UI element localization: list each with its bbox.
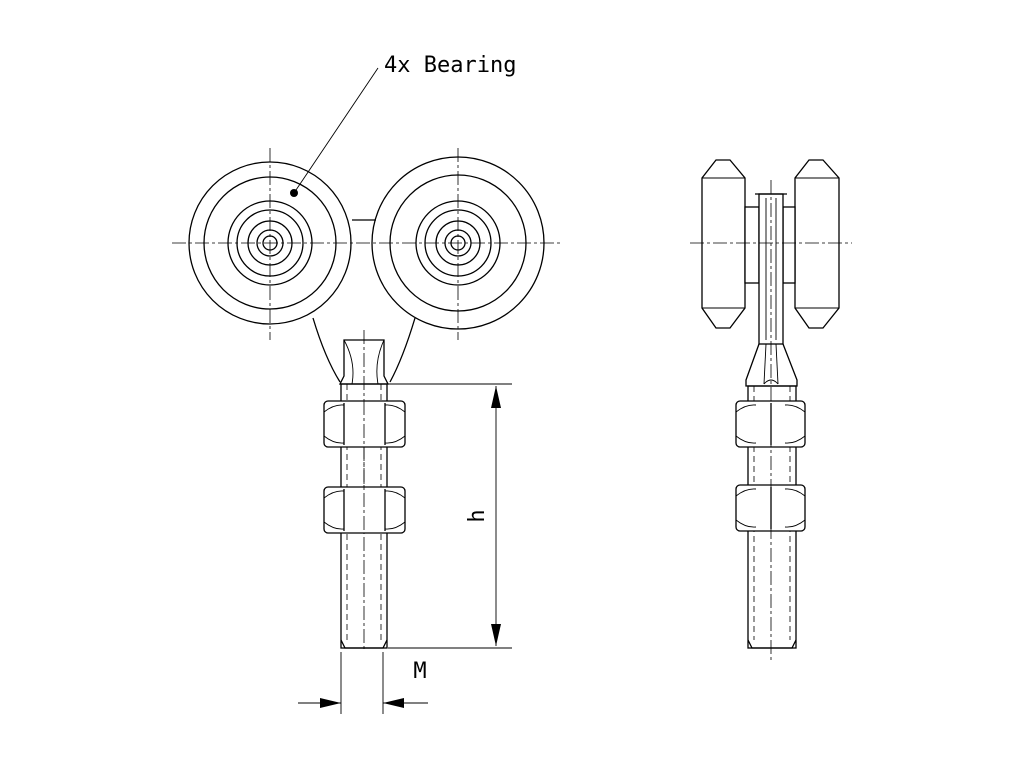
thread-label: M [413, 659, 426, 684]
bearing-callout: 4x Bearing [293, 53, 516, 194]
bracket-body [312, 219, 416, 383]
upper-nut [323, 400, 406, 448]
side-upper-nut [735, 400, 806, 448]
front-view [172, 148, 560, 652]
callout-label: 4x Bearing [384, 53, 516, 78]
side-taper [745, 343, 798, 387]
side-left-spacer [744, 206, 760, 284]
side-lower-nut [735, 484, 806, 532]
front-centerlines [172, 148, 560, 652]
side-left-roller [701, 159, 746, 329]
dimension-height: h [388, 383, 512, 649]
lower-nut [323, 486, 406, 534]
dimension-thread: M [298, 652, 428, 714]
side-centerlines [690, 180, 852, 660]
height-label: h [465, 509, 490, 522]
side-view [690, 159, 852, 660]
side-right-roller [794, 159, 840, 329]
side-right-spacer [782, 206, 796, 284]
